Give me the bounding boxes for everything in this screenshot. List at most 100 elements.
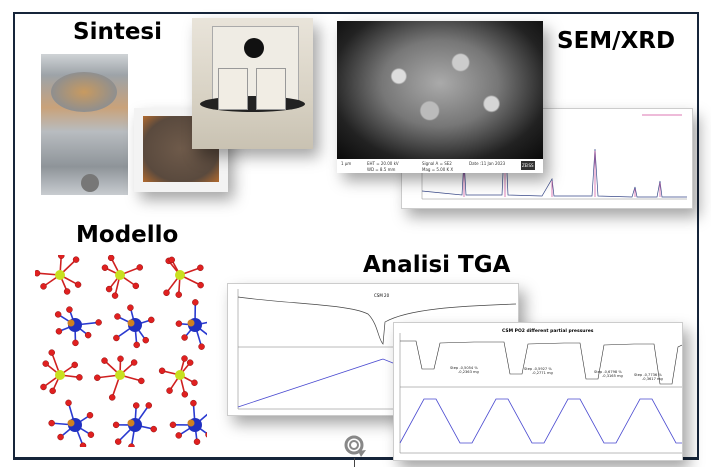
refresh-icon[interactable] xyxy=(342,433,368,459)
title-sem-xrd: SEM/XRD xyxy=(557,28,676,54)
oxygen-atom xyxy=(84,331,92,339)
dopant-atom xyxy=(175,270,185,280)
oxygen-atom xyxy=(190,399,197,407)
tga-mass-curve xyxy=(237,296,517,345)
step-4-mg: -0,3617 mg xyxy=(642,377,663,381)
oxygen-atom xyxy=(48,349,55,356)
sem-image: 1 μm EHT = 20.00 kV WD = 8.5 mm Signal A… xyxy=(337,21,543,173)
oxygen-atom xyxy=(57,433,64,441)
step-2-mg: -0,2771 mg xyxy=(532,371,553,375)
oxygen-atom xyxy=(71,361,78,369)
photo-ball-mill xyxy=(192,18,313,149)
oxygen-atom xyxy=(132,282,140,290)
oxygen-atom xyxy=(72,256,80,263)
tga-2-temperature-profile xyxy=(399,398,682,444)
oxygen-atom xyxy=(54,311,62,318)
sem-date: Date :11 Jan 2023 xyxy=(469,161,506,166)
oxygen-atom xyxy=(117,355,124,363)
oxygen-atom xyxy=(198,343,205,350)
tga-chart-1-title: CSM 20 xyxy=(374,293,390,298)
oxygen-atom xyxy=(74,281,82,288)
oxygen-atom xyxy=(181,355,188,362)
oxygen-atom xyxy=(87,431,95,438)
oxygen-atom xyxy=(114,438,122,445)
dopant-atom xyxy=(115,370,125,380)
oxygen-atom xyxy=(49,387,56,395)
oxygen-atom xyxy=(63,288,71,295)
tga-chart-2-title: CSM PO2 different partial pressures xyxy=(502,328,594,334)
sem-scale: 1 μm xyxy=(341,161,352,166)
oxygen-atom xyxy=(186,359,194,366)
sem-wd: WD = 8.5 mm xyxy=(367,167,396,172)
oxygen-atom xyxy=(181,334,188,341)
oxygen-atom xyxy=(175,320,183,327)
oxygen-atom xyxy=(168,256,175,264)
oxygen-atom xyxy=(163,289,170,297)
oxygen-atom xyxy=(169,421,177,429)
photo-synthesis-bath xyxy=(41,54,128,195)
oxygen-atom xyxy=(193,438,201,446)
oxygen-atom xyxy=(108,394,116,401)
oxygen-atom xyxy=(65,399,72,407)
crystal-structure-model xyxy=(35,255,207,447)
step-3-mg: -0,3165 mg xyxy=(602,374,623,378)
sem-logo: ZEISS xyxy=(521,161,535,170)
oxygen-atom xyxy=(191,379,198,387)
sem-eht: EHT = 20.00 kV xyxy=(367,161,399,166)
oxygen-atom xyxy=(111,292,119,299)
tga-temperature-line xyxy=(237,358,409,408)
oxygen-atom xyxy=(138,377,145,385)
dopant-atom xyxy=(175,370,185,380)
oxygen-atom xyxy=(192,299,199,306)
oxygen-atom xyxy=(114,313,121,320)
oxygen-atom xyxy=(128,443,135,447)
oxygen-atom xyxy=(107,255,115,262)
tga-2-mass-curve xyxy=(400,340,682,385)
oxygen-atom xyxy=(127,304,134,311)
oxygen-atom xyxy=(150,425,157,433)
oxygen-atom xyxy=(55,328,63,335)
step-1-mg: -0,2363 mg xyxy=(458,370,479,374)
oxygen-atom xyxy=(181,391,189,398)
dopant-atom xyxy=(115,270,125,280)
title-model: Modello xyxy=(76,222,179,248)
sem-mag: Mag = 5.00 K X xyxy=(422,167,454,172)
oxygen-atom xyxy=(40,383,47,391)
oxygen-atom xyxy=(94,374,101,381)
oxygen-atom xyxy=(35,269,41,277)
oxygen-atom xyxy=(145,402,153,409)
oxygen-atom xyxy=(130,359,138,366)
oxygen-atom xyxy=(197,281,204,289)
step-3-pct: Step -0,6798 % xyxy=(594,370,622,374)
photo-synthesis-powder xyxy=(134,108,228,192)
oxygen-atom xyxy=(166,387,173,394)
sem-info-bar: 1 μm EHT = 20.00 kV WD = 8.5 mm Signal A… xyxy=(337,159,543,173)
sem-signal: Signal A = SE2 xyxy=(422,161,452,166)
oxygen-atom xyxy=(76,374,83,381)
step-1-pct: Step -0,5054 % xyxy=(450,366,478,370)
oxygen-atom xyxy=(133,341,140,349)
title-synthesis: Sintesi xyxy=(73,19,162,45)
oxygen-atom xyxy=(197,264,204,272)
oxygen-atom xyxy=(58,255,65,260)
oxygen-atom xyxy=(86,411,94,419)
oxygen-atom xyxy=(72,339,79,347)
step-2-pct: Step -0,5927 % xyxy=(524,367,552,371)
oxygen-atom xyxy=(42,360,49,367)
oxygen-atom xyxy=(148,316,155,324)
oxygen-atom xyxy=(112,421,120,429)
dopant-atom xyxy=(55,270,65,280)
oxygen-atom xyxy=(95,319,102,326)
oxygen-atom xyxy=(101,357,108,364)
slide-frame xyxy=(13,12,699,460)
oxygen-atom xyxy=(136,264,144,271)
title-tga: Analisi TGA xyxy=(363,252,511,278)
oxygen-atom xyxy=(105,285,113,293)
dopant-atom xyxy=(55,370,65,380)
oxygen-atom xyxy=(66,306,73,313)
oxygen-atom xyxy=(175,432,182,439)
oxygen-atom xyxy=(158,367,166,375)
oxygen-atom xyxy=(79,442,87,447)
tga-chart-2: CSM PO2 different partial pressures Step… xyxy=(393,322,683,461)
oxygen-atom xyxy=(48,419,55,427)
